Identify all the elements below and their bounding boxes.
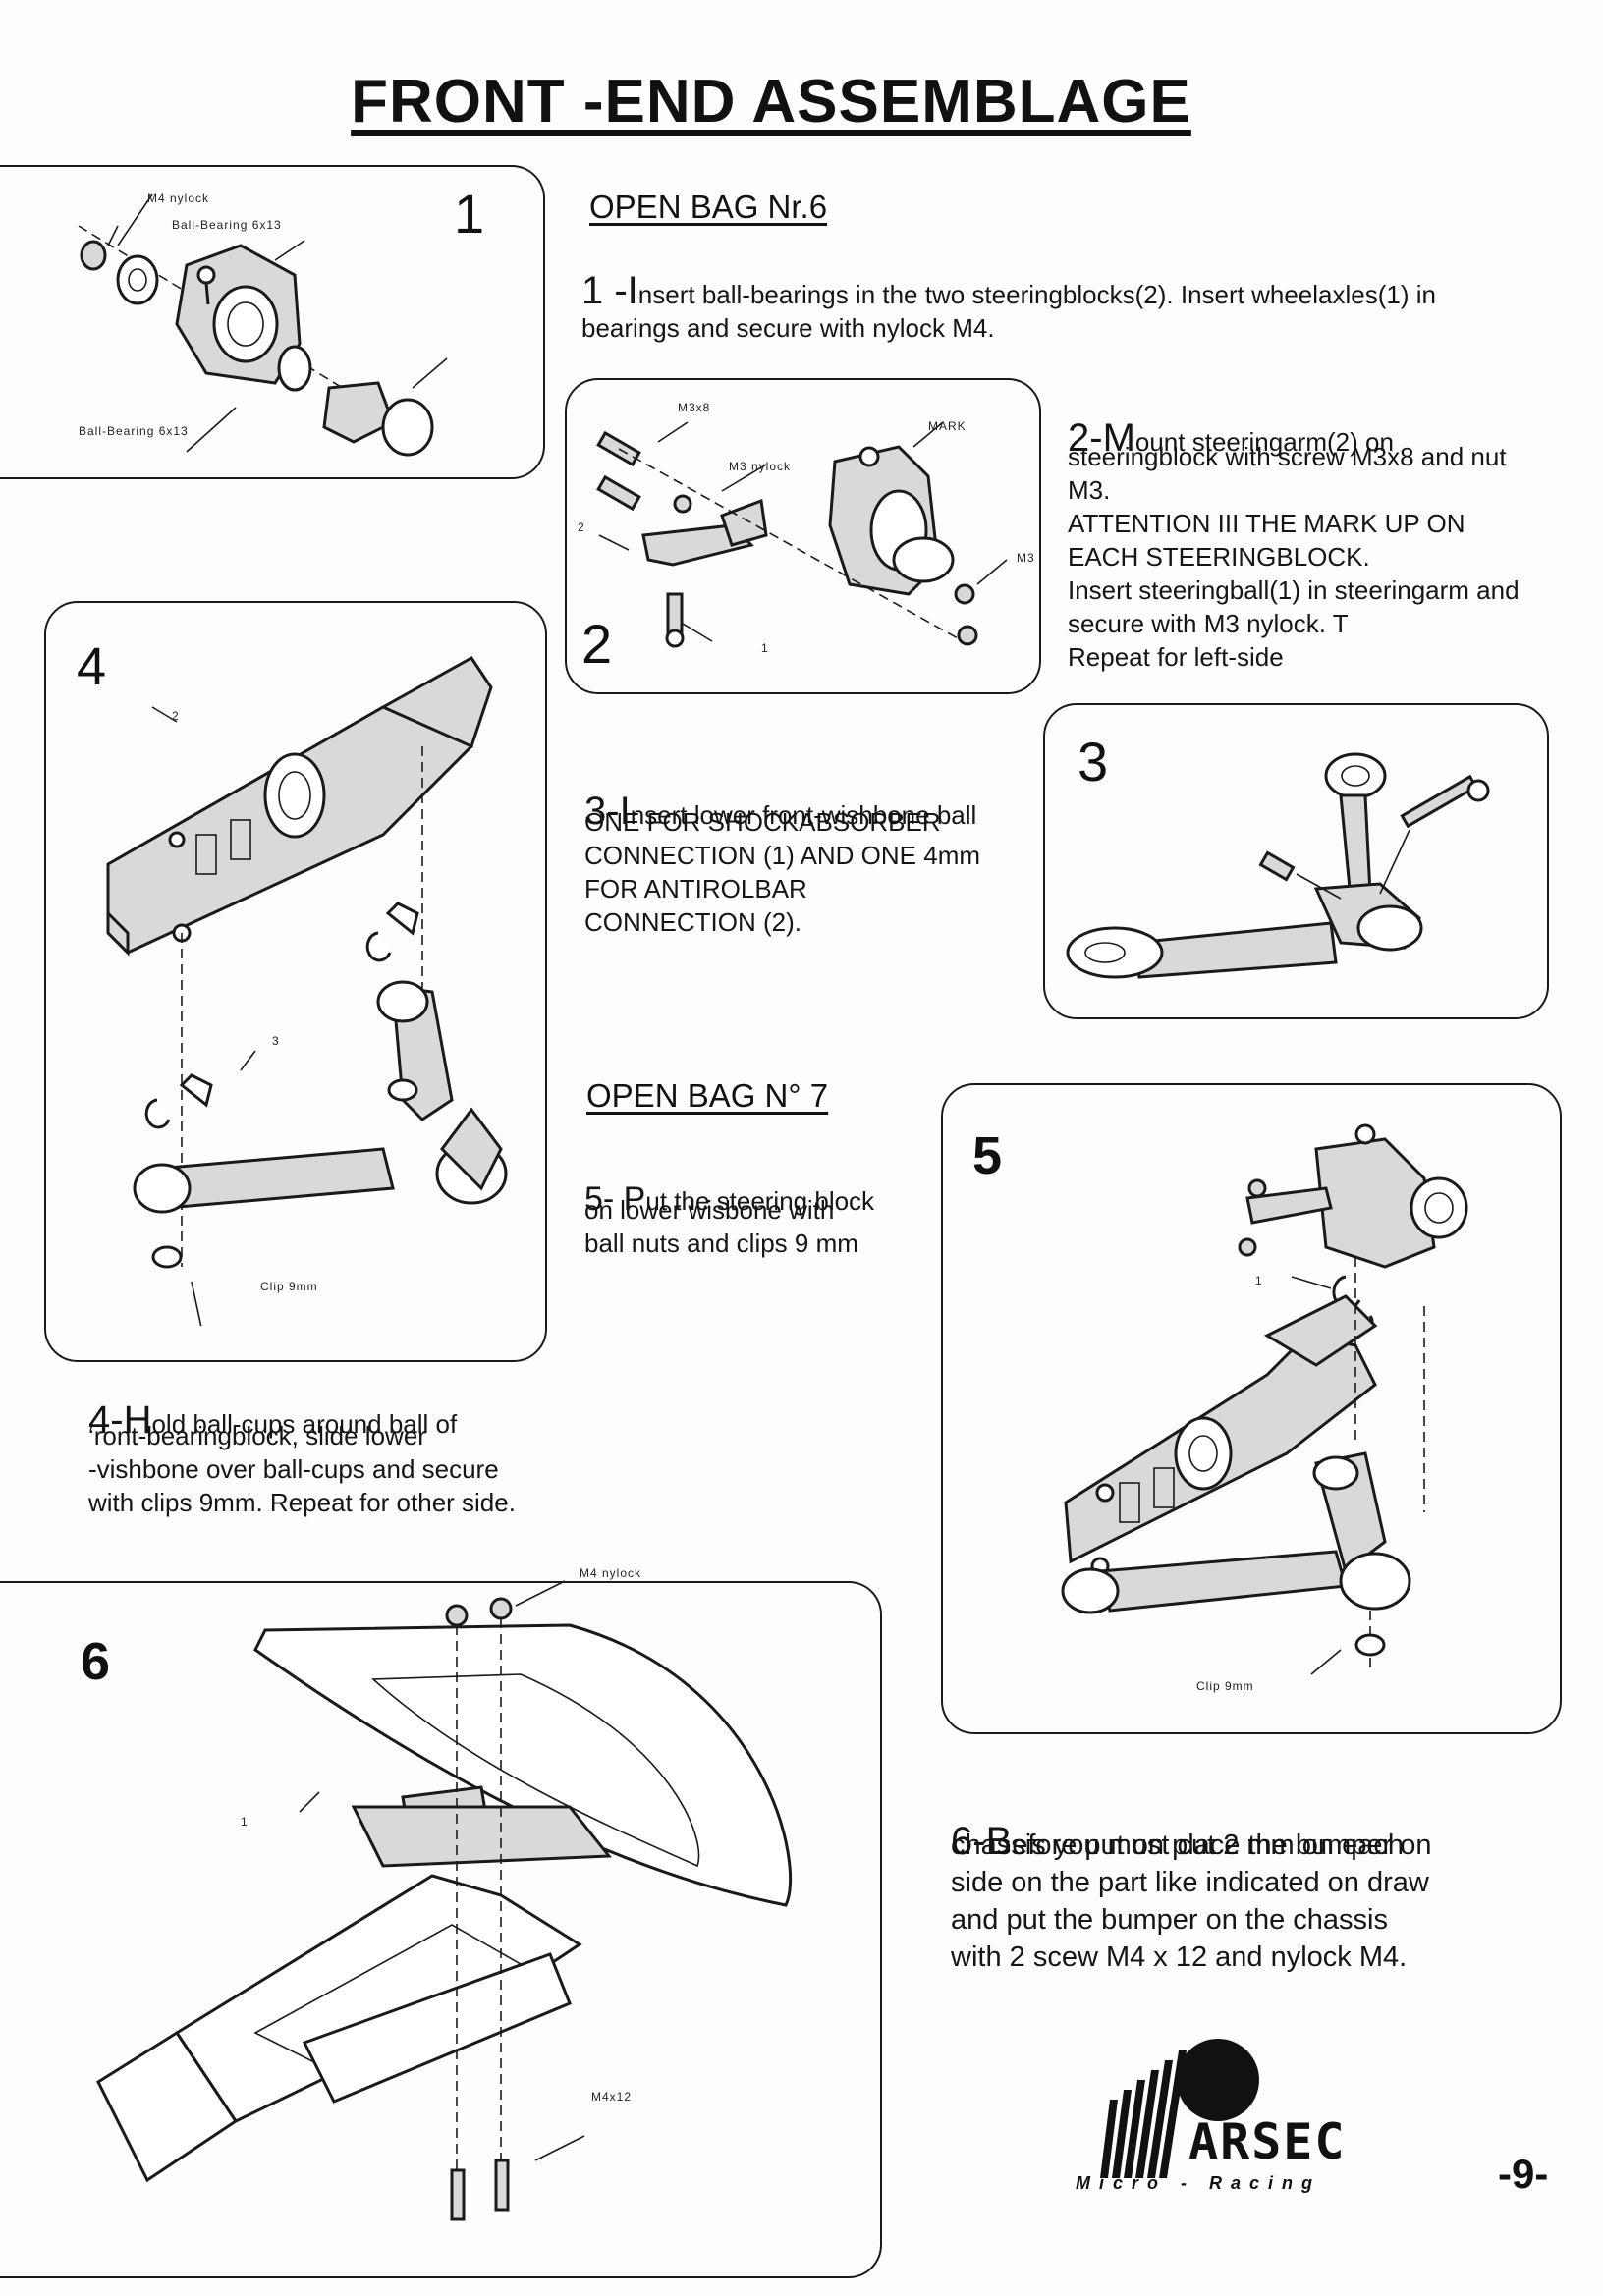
label-step5-part-1: 1 (1255, 1274, 1263, 1287)
label-m4-nylock: M4 nylock (147, 191, 210, 205)
step-6-text: 6-Before put on place the bumper on (951, 1820, 1432, 1863)
step-4-frame (44, 601, 547, 1362)
step-5-text-rest: on lower wisbone with ball nuts and clip… (584, 1195, 858, 1258)
step-2-illustration (596, 421, 1008, 648)
label-ball-bearing-bottom: Ball-Bearing 6x13 (79, 424, 189, 438)
step-3-illustration (1066, 752, 1490, 979)
step-2-text: 2-Mount steeringarm(2) on (1068, 416, 1394, 460)
label-step4-part-3: 3 (272, 1034, 280, 1048)
label-step4-part-2: 2 (172, 709, 180, 723)
label-m4-nylock-step6: M4 nylock (580, 1566, 642, 1580)
label-mark: MARK (928, 419, 967, 433)
step-5-text: 5- Put the steering block (584, 1180, 875, 1218)
step-4-illustration (106, 656, 508, 1326)
step-1-text: 1 -Insert ball-bearings in the two steer… (581, 269, 1436, 343)
step-1-number: 1 (454, 183, 485, 245)
logo-brand: ARSEC (1188, 2113, 1347, 2170)
logo-tagline: Micro - Racing (1076, 2173, 1322, 2193)
step-2-frame (565, 378, 1041, 694)
step-1-frame (0, 165, 545, 479)
step-3-text: 3-Insert lower front-wishbone ball (584, 790, 977, 833)
label-step2-part-1: 1 (761, 641, 769, 655)
step-3-frame (1043, 703, 1549, 1019)
step-5-illustration (1061, 1123, 1468, 1675)
arsec-logo-mark (1100, 2039, 1259, 2178)
arsec-logo: ARSEC Micro - Racing (1071, 2031, 1395, 2193)
step-4-text: 4-Hold ball-cups around ball of (88, 1398, 458, 1442)
step-4-text-rest: ‘ront-bearingblock, slide lower -vishbon… (88, 1421, 516, 1517)
label-m4x12: M4x12 (591, 2090, 633, 2104)
label-m3x8: M3x8 (678, 401, 711, 414)
step-5-frame (941, 1083, 1562, 1734)
open-bag-6-heading: OPEN BAG Nr.6 (589, 189, 828, 225)
step-4-number: 4 (77, 637, 107, 696)
step-6-frame (0, 1581, 882, 2278)
step-6-text-rest: chassis you must cut 2 mm on each side o… (951, 1830, 1429, 1973)
label-clip-9mm-step4: Clip 9mm (260, 1280, 318, 1293)
label-ball-bearing-top: Ball-Bearing 6x13 (172, 218, 282, 232)
step-6-number: 6 (81, 1632, 111, 1691)
step-6-illustration (96, 1580, 793, 2221)
step-2-number: 2 (581, 613, 613, 675)
open-bag-7-heading: OPEN BAG N° 7 (586, 1077, 829, 1114)
label-m3-nylock: M3 nylock (729, 460, 792, 473)
step-1-illustration (78, 193, 448, 457)
label-step6-part-1: 1 (241, 1815, 249, 1829)
step-5-number: 5 (972, 1126, 1003, 1185)
page-title: FRONT -END ASSEMBLAGE (351, 68, 1191, 136)
label-clip-9mm-step5: Clip 9mm (1196, 1679, 1254, 1693)
page-number: -9- (1498, 2151, 1549, 2197)
label-step2-part-2: 2 (578, 520, 585, 534)
step-2-text-rest: steeringblock with screw M3x8 and nut M3… (1068, 442, 1520, 672)
step-3-text-rest: ONE FOR SHOCKABSORBER CONNECTION (1) AND… (584, 807, 981, 937)
label-m3: M3 (1017, 551, 1035, 565)
step-3-number: 3 (1078, 731, 1109, 793)
